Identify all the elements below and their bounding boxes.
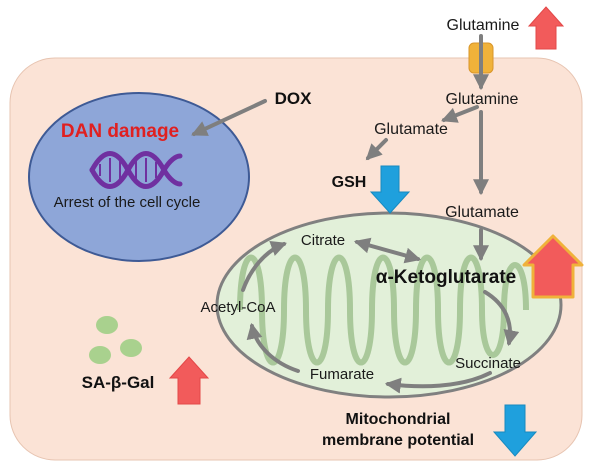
label-cell-cycle-arrest: Arrest of the cell cycle	[54, 194, 201, 211]
glutamine-up-arrow-icon	[527, 6, 565, 50]
label-alpha-ketoglutarate: α-Ketoglutarate	[376, 267, 516, 288]
arrow-glutamine-to-glutamate	[441, 105, 479, 123]
sa-gal-dots	[89, 316, 142, 364]
label-glutamate-left: Glutamate	[374, 121, 448, 138]
label-glutamate-lower: Glutamate	[445, 204, 519, 221]
sa-gal-up-arrow-icon	[168, 356, 210, 405]
arrow-dox-to-nucleus	[191, 99, 267, 136]
arrow-acetylcoa-to-citrate	[241, 240, 288, 292]
arrow-akg-to-succinate	[483, 290, 520, 347]
nucleus	[28, 92, 250, 262]
label-gsh: GSH	[332, 174, 367, 191]
arrow-citrate-akg	[353, 237, 422, 264]
label-citrate: Citrate	[301, 232, 345, 249]
label-mitochondrial: Mitochondrial	[346, 411, 451, 428]
arrow-fumarate-to-acetylcoa	[246, 322, 300, 373]
dna-rungs	[99, 158, 157, 182]
membrane-potential-down-arrow-icon	[492, 404, 538, 457]
label-glutamine-inside: Glutamine	[446, 91, 519, 108]
akg-up-arrow-icon	[522, 234, 584, 299]
label-dna-damage: DAN damage	[61, 121, 179, 142]
gsh-down-arrow-icon	[369, 165, 411, 214]
label-acetyl-coa: Acetyl-CoA	[200, 299, 275, 316]
pathway-arrows	[191, 34, 520, 394]
label-succinate: Succinate	[455, 355, 521, 372]
label-glutamine-outside: Glutamine	[447, 17, 520, 34]
label-sa-beta-gal: SA-β-Gal	[82, 373, 155, 392]
label-dox: DOX	[275, 89, 313, 108]
arrow-succinate-to-fumarate	[384, 371, 492, 394]
arrow-glutamate-to-gsh	[365, 138, 388, 161]
dna-helix-icon	[89, 151, 183, 189]
label-membrane-potential: membrane potential	[322, 432, 474, 449]
label-fumarate: Fumarate	[310, 366, 374, 383]
